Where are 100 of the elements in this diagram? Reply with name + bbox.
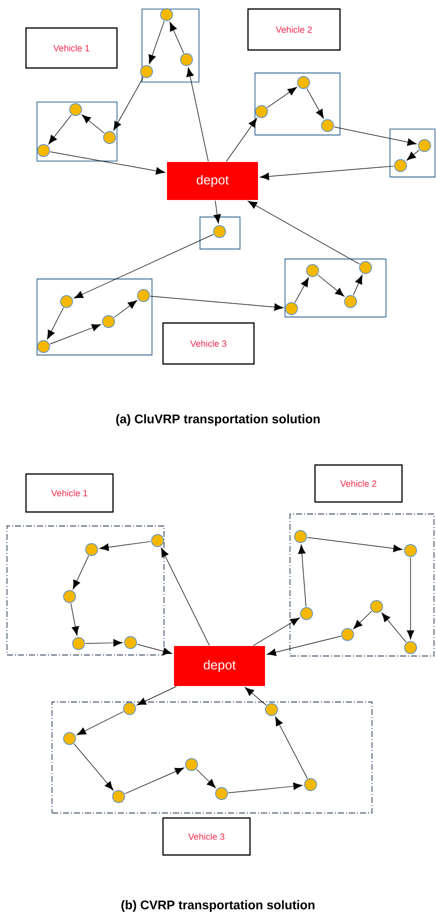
customer-circle	[321, 119, 334, 132]
arrow	[406, 557, 414, 640]
customer-circle	[63, 732, 76, 745]
customer-circle	[404, 641, 417, 654]
cluster-box	[390, 128, 436, 178]
customer-circle	[180, 53, 193, 66]
arrow	[48, 114, 72, 144]
cluster-box	[290, 514, 434, 656]
caption: (a) CluVRP transportation solution	[116, 414, 320, 426]
customer-circle	[370, 600, 383, 613]
customer-circle	[359, 261, 372, 274]
arrow	[226, 118, 258, 162]
customer-circle	[394, 159, 407, 172]
arrow	[82, 114, 105, 134]
arrow	[306, 88, 324, 119]
arrow	[353, 611, 372, 630]
customer-circle	[213, 225, 226, 238]
customer-circle	[300, 607, 313, 620]
arrow	[318, 274, 344, 297]
cluster-box	[36, 278, 152, 356]
arrow	[136, 686, 177, 706]
depot-box: depot	[174, 646, 265, 686]
customer-circle	[185, 758, 198, 771]
label-box: Vehicle 1	[25, 27, 118, 69]
label-box: Vehicle 2	[314, 464, 403, 503]
arrow	[382, 612, 406, 643]
label-box: Vehicle 2	[247, 8, 341, 51]
arrow	[47, 307, 64, 340]
arrow	[50, 324, 102, 344]
customer-circle	[63, 590, 76, 603]
customer-circle	[341, 628, 354, 641]
customer-circle	[124, 636, 137, 649]
customer-circle	[160, 8, 173, 21]
arrow	[294, 278, 309, 303]
arrow	[114, 300, 138, 318]
cluster-box	[200, 216, 240, 250]
customer-circle	[72, 637, 85, 650]
arrow	[253, 618, 300, 646]
cluster-box	[142, 8, 200, 82]
arrow	[160, 548, 210, 646]
customer-circle	[151, 534, 164, 547]
arrow	[76, 711, 124, 736]
customer-circle	[265, 703, 278, 716]
customer-circle	[85, 543, 98, 556]
arrow	[148, 20, 165, 64]
arrow	[100, 541, 152, 551]
customer-circle	[344, 295, 357, 308]
caption: (b) CVRP transportation solution	[121, 900, 314, 912]
cluster-box	[6, 526, 164, 656]
customer-circle	[137, 289, 150, 302]
arrow	[113, 77, 144, 131]
arrow	[50, 151, 166, 175]
arrow	[334, 126, 417, 146]
customer-circle	[215, 787, 228, 800]
customer-circle	[304, 778, 317, 791]
customer-circle	[103, 131, 116, 144]
customer-circle	[60, 295, 73, 308]
arrow	[85, 639, 122, 647]
customer-circle	[418, 139, 431, 152]
arrow	[124, 768, 184, 794]
arrow	[196, 769, 216, 788]
arrow	[228, 782, 303, 794]
customer-circle	[255, 105, 268, 118]
arrow	[136, 644, 172, 655]
label-box: Vehicle 1	[25, 473, 114, 513]
arrow	[213, 200, 221, 224]
arrow	[266, 87, 297, 108]
arrow	[266, 636, 342, 656]
arrow	[170, 22, 184, 54]
customer-circle	[297, 76, 310, 89]
customer-circle	[37, 340, 50, 353]
depot-box: depot	[167, 162, 258, 200]
label-box: Vehicle 3	[162, 322, 255, 365]
arrow	[260, 166, 394, 180]
arrow	[248, 200, 360, 264]
arrow	[406, 150, 420, 160]
arrow	[72, 556, 89, 590]
arrow	[74, 744, 114, 790]
customer-circle	[69, 103, 82, 116]
cluster-box	[284, 258, 386, 318]
arrow	[298, 544, 306, 607]
arrow	[74, 234, 214, 298]
customer-circle	[404, 544, 417, 557]
arrow	[307, 537, 403, 552]
arrow	[186, 67, 209, 162]
cluster-box	[52, 702, 372, 814]
cluster-box	[36, 102, 118, 162]
customer-circle	[123, 702, 136, 715]
arrow	[275, 716, 308, 779]
customer-circle	[112, 790, 125, 803]
customer-circle	[102, 315, 115, 328]
label-box: Vehicle 3	[162, 817, 251, 856]
customer-circle	[294, 530, 307, 543]
customer-circle	[306, 264, 319, 277]
cluster-box	[254, 72, 340, 136]
arrow	[150, 296, 284, 311]
customer-circle	[37, 144, 50, 157]
arrow	[70, 603, 80, 636]
arrow	[244, 687, 267, 706]
customer-circle	[140, 65, 153, 78]
